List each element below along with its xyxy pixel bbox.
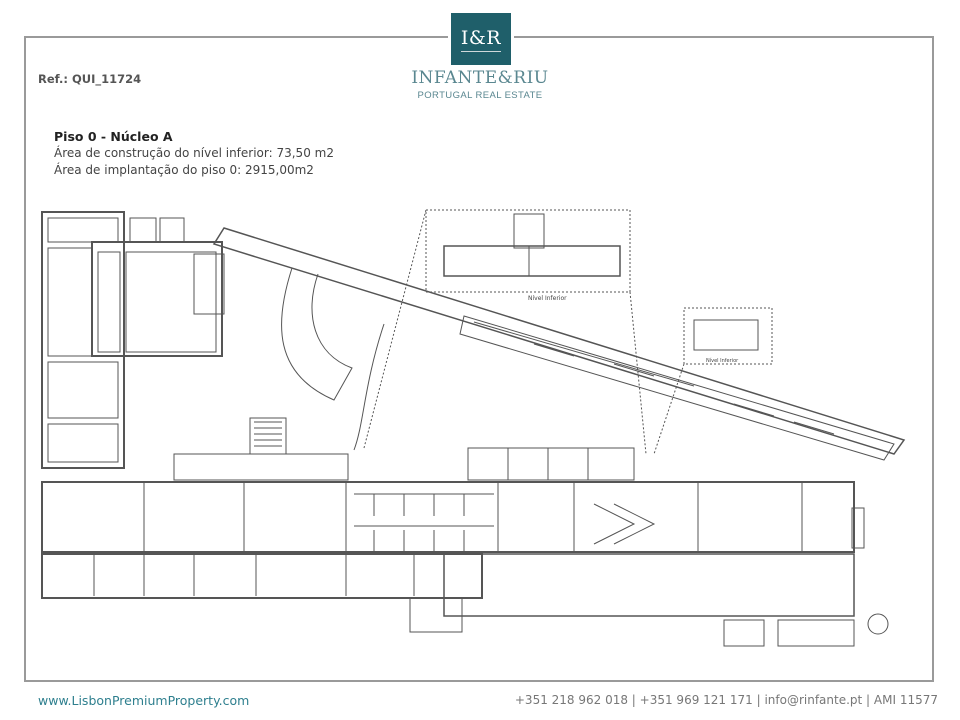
lower-level-label: Nível Inferior xyxy=(528,295,567,302)
footer-website-link[interactable]: www.LisbonPremiumProperty.com xyxy=(38,693,250,708)
reference-code: Ref.: QUI_11724 xyxy=(38,72,142,86)
mezzanine-label: Nível Inferior xyxy=(706,357,739,364)
floor-plan-drawing: Nível Inferior Nível Inferior xyxy=(41,209,906,647)
floor-title: Piso 0 - Núcleo A xyxy=(54,129,173,144)
brand-logo: I&R xyxy=(448,10,514,68)
floor-construction-area: Área de construção do nível inferior: 73… xyxy=(54,146,334,160)
logo-mark: I&R xyxy=(460,27,502,52)
footer-contact: +351 218 962 018 | +351 969 121 171 | in… xyxy=(514,693,938,707)
floor-plan: Nível Inferior Nível Inferior xyxy=(34,204,930,666)
brand-tagline: PORTUGAL REAL ESTATE xyxy=(417,90,543,101)
brand-name: INFANTE&RIU xyxy=(411,68,549,88)
floor-info: Piso 0 - Núcleo A Área de construção do … xyxy=(54,128,334,179)
floor-implantation-area: Área de implantação do piso 0: 2915,00m2 xyxy=(54,163,314,177)
